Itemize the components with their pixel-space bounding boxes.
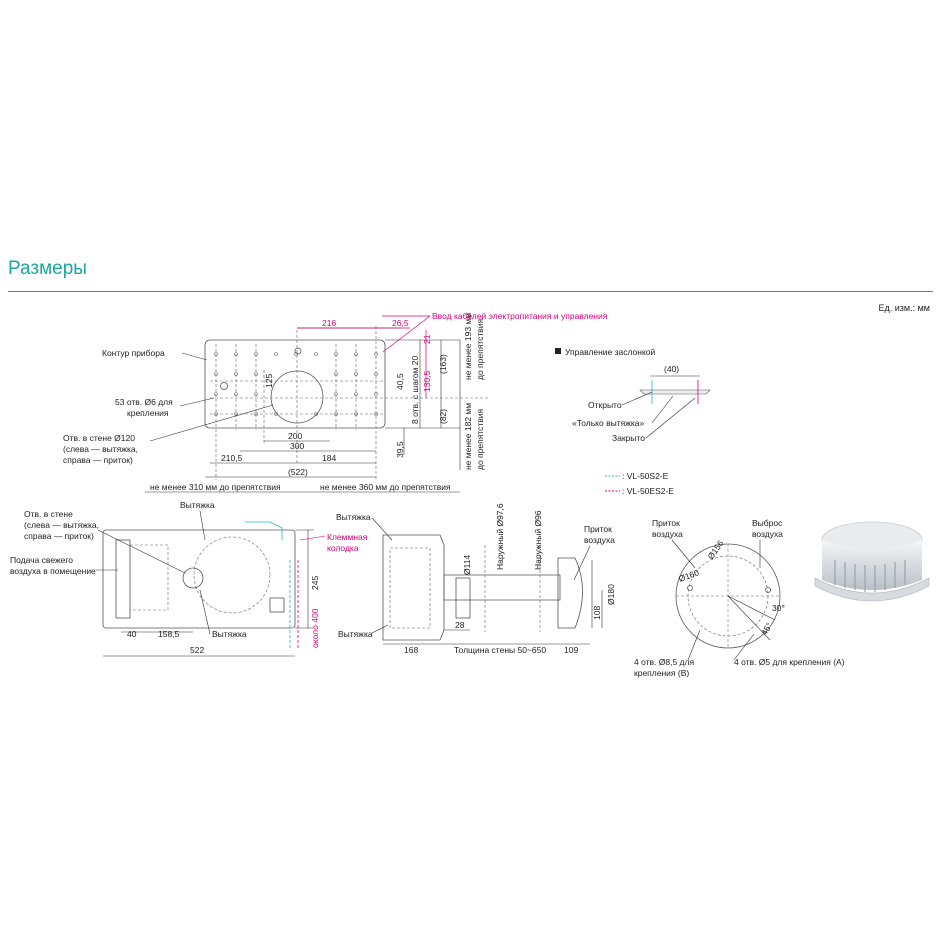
dim-522-paren: (522) (288, 467, 308, 477)
side-intake-line2: воздуха (584, 535, 615, 545)
fresh-air-line2: воздуха в помещение (10, 566, 96, 576)
dim-210-5: 210,5 (221, 453, 243, 463)
side-pipe (443, 574, 561, 601)
front-dim-245: 245 (310, 576, 320, 590)
hood-exhaust-line1: Выброс (752, 518, 783, 528)
side-outer-96: Наружный Ø96 (533, 510, 543, 570)
small-hole (220, 382, 228, 390)
min-310-label: не менее 310 мм до препятствия (150, 482, 281, 492)
dim-21: 21 (422, 334, 432, 344)
front-wall-line1: Отв. в стене (24, 509, 73, 519)
damper-control: Управление заслонкой (40) Открыто «Тольк… (555, 347, 711, 496)
holes53-line1: 53 отв. Ø6 для (115, 397, 173, 407)
damper-closed: Закрыто (612, 433, 645, 443)
front-view: Отв. в стене (слева — вытяжка, справа — … (10, 500, 320, 657)
top-view: 216 26,5 Ввод кабелей электропитания и у… (63, 311, 608, 493)
damper-open: Открыто (588, 400, 622, 410)
hood-view: Приток воздуха Выброс воздуха Ø156 Ø160 … (634, 518, 845, 678)
side-dim-180: Ø180 (606, 584, 616, 605)
side-dim-28: 28 (455, 620, 465, 630)
min-193-line1: не менее 193 мм (463, 313, 473, 380)
damper-body (639, 389, 711, 395)
dim-39-5: 39,5 (395, 441, 405, 458)
hood-dim-160: Ø160 (677, 567, 700, 584)
front-dim-158-5: 158,5 (158, 629, 180, 639)
side-exhaust-top: Вытяжка (336, 512, 371, 522)
mounting-holes (214, 352, 378, 416)
front-exhaust-top: Вытяжка (180, 500, 215, 510)
terminal-block-line1: Клеммная (327, 532, 368, 542)
cable-entry-label: Ввод кабелей электропитания и управления (432, 311, 608, 321)
front-wall-line3: справа — приток) (24, 531, 94, 541)
hood-intake-line2: воздуха (652, 529, 683, 539)
hood-dim-156: Ø156 (705, 538, 725, 561)
hood-photo (814, 521, 930, 602)
damper-bullet (555, 348, 561, 354)
side-outer-97: Наружный Ø97,6 (495, 503, 505, 570)
side-hood (557, 557, 583, 629)
dim-300: 300 (290, 441, 304, 451)
side-dim-109: 109 (564, 645, 578, 655)
legend-magenta: : VL-50ES2-E (622, 486, 674, 496)
damper-dim-40: (40) (664, 364, 679, 374)
fresh-air-line1: Подача свежего (10, 555, 73, 565)
holes53-line2: крепления (127, 408, 169, 418)
title-divider (8, 291, 933, 292)
dim-130-5: 130,5 (422, 370, 432, 392)
hood-angle-30: 30° (772, 603, 785, 613)
side-intake-line1: Приток (584, 524, 612, 534)
front-exhaust-bottom: Вытяжка (212, 629, 247, 639)
front-dim-522: 522 (190, 645, 204, 655)
dim-26-5: 26,5 (392, 318, 409, 328)
dim-184: 184 (322, 453, 336, 463)
top-view-outline (204, 339, 386, 429)
hood-holes-a: 4 отв. Ø5 для крепления (A) (734, 657, 845, 667)
front-view-outline (102, 529, 296, 629)
wall-hole-line1: Отв. в стене Ø120 (63, 433, 135, 443)
min-182-line1: не менее 182 мм (463, 403, 473, 470)
legend-cyan: : VL-50S2-E (622, 471, 669, 481)
units-label: Ед. изм.: мм (878, 303, 930, 313)
page-title: Размеры (8, 258, 87, 279)
terminal-block-line2: колодка (327, 543, 359, 553)
front-fan-circle (193, 536, 271, 614)
damper-exhaust-only: «Только вытяжка» (572, 418, 645, 428)
side-exhaust-bottom: Вытяжка (338, 629, 373, 639)
top-view-grid (210, 326, 490, 480)
front-dim-40: 40 (127, 629, 137, 639)
hood-intake-line1: Приток (652, 518, 680, 528)
hood-exhaust-line2: воздуха (752, 529, 783, 539)
dim-125: 125 (264, 374, 274, 388)
side-dim-108: 108 (592, 606, 602, 620)
min-182-line2: до препятствия (475, 408, 485, 470)
dim-8-holes: 8 отв. с шагом 20 (410, 356, 420, 424)
side-view: Вытяжка Клеммная колодка Вытяжка Ø114 На… (299, 503, 616, 655)
dim-40-5: 40,5 (395, 373, 405, 390)
dim-216: 216 (322, 318, 336, 328)
dim-82: (82) (438, 409, 448, 424)
side-dim-114: Ø114 (462, 555, 472, 575)
min-193-line2: до препятствия (475, 318, 485, 380)
front-wall-line2: (слева — вытяжка, (24, 520, 99, 530)
wall-hole-line3: справа — приток) (63, 455, 133, 465)
outline-label: Контур прибора (102, 348, 165, 358)
side-wall-thickness: Толщина стены 50~650 (454, 645, 546, 655)
hood-holes-b-line1: 4 отв. Ø8,5 для (634, 657, 694, 667)
cable-entry-dims (297, 315, 431, 398)
side-dim-168: 168 (404, 645, 418, 655)
side-body (382, 534, 445, 641)
wall-hole-line2: (слева — вытяжка, (63, 444, 138, 454)
damper-title: Управление заслонкой (565, 347, 656, 357)
cable-entry-hole (294, 347, 302, 355)
dim-163: (163) (438, 354, 448, 374)
front-approx-400: около 400 (310, 608, 320, 648)
min-360-label: не менее 360 мм до препятствия (320, 482, 451, 492)
hood-holes-b-line2: крепления (B) (634, 668, 689, 678)
dim-200: 200 (288, 431, 302, 441)
